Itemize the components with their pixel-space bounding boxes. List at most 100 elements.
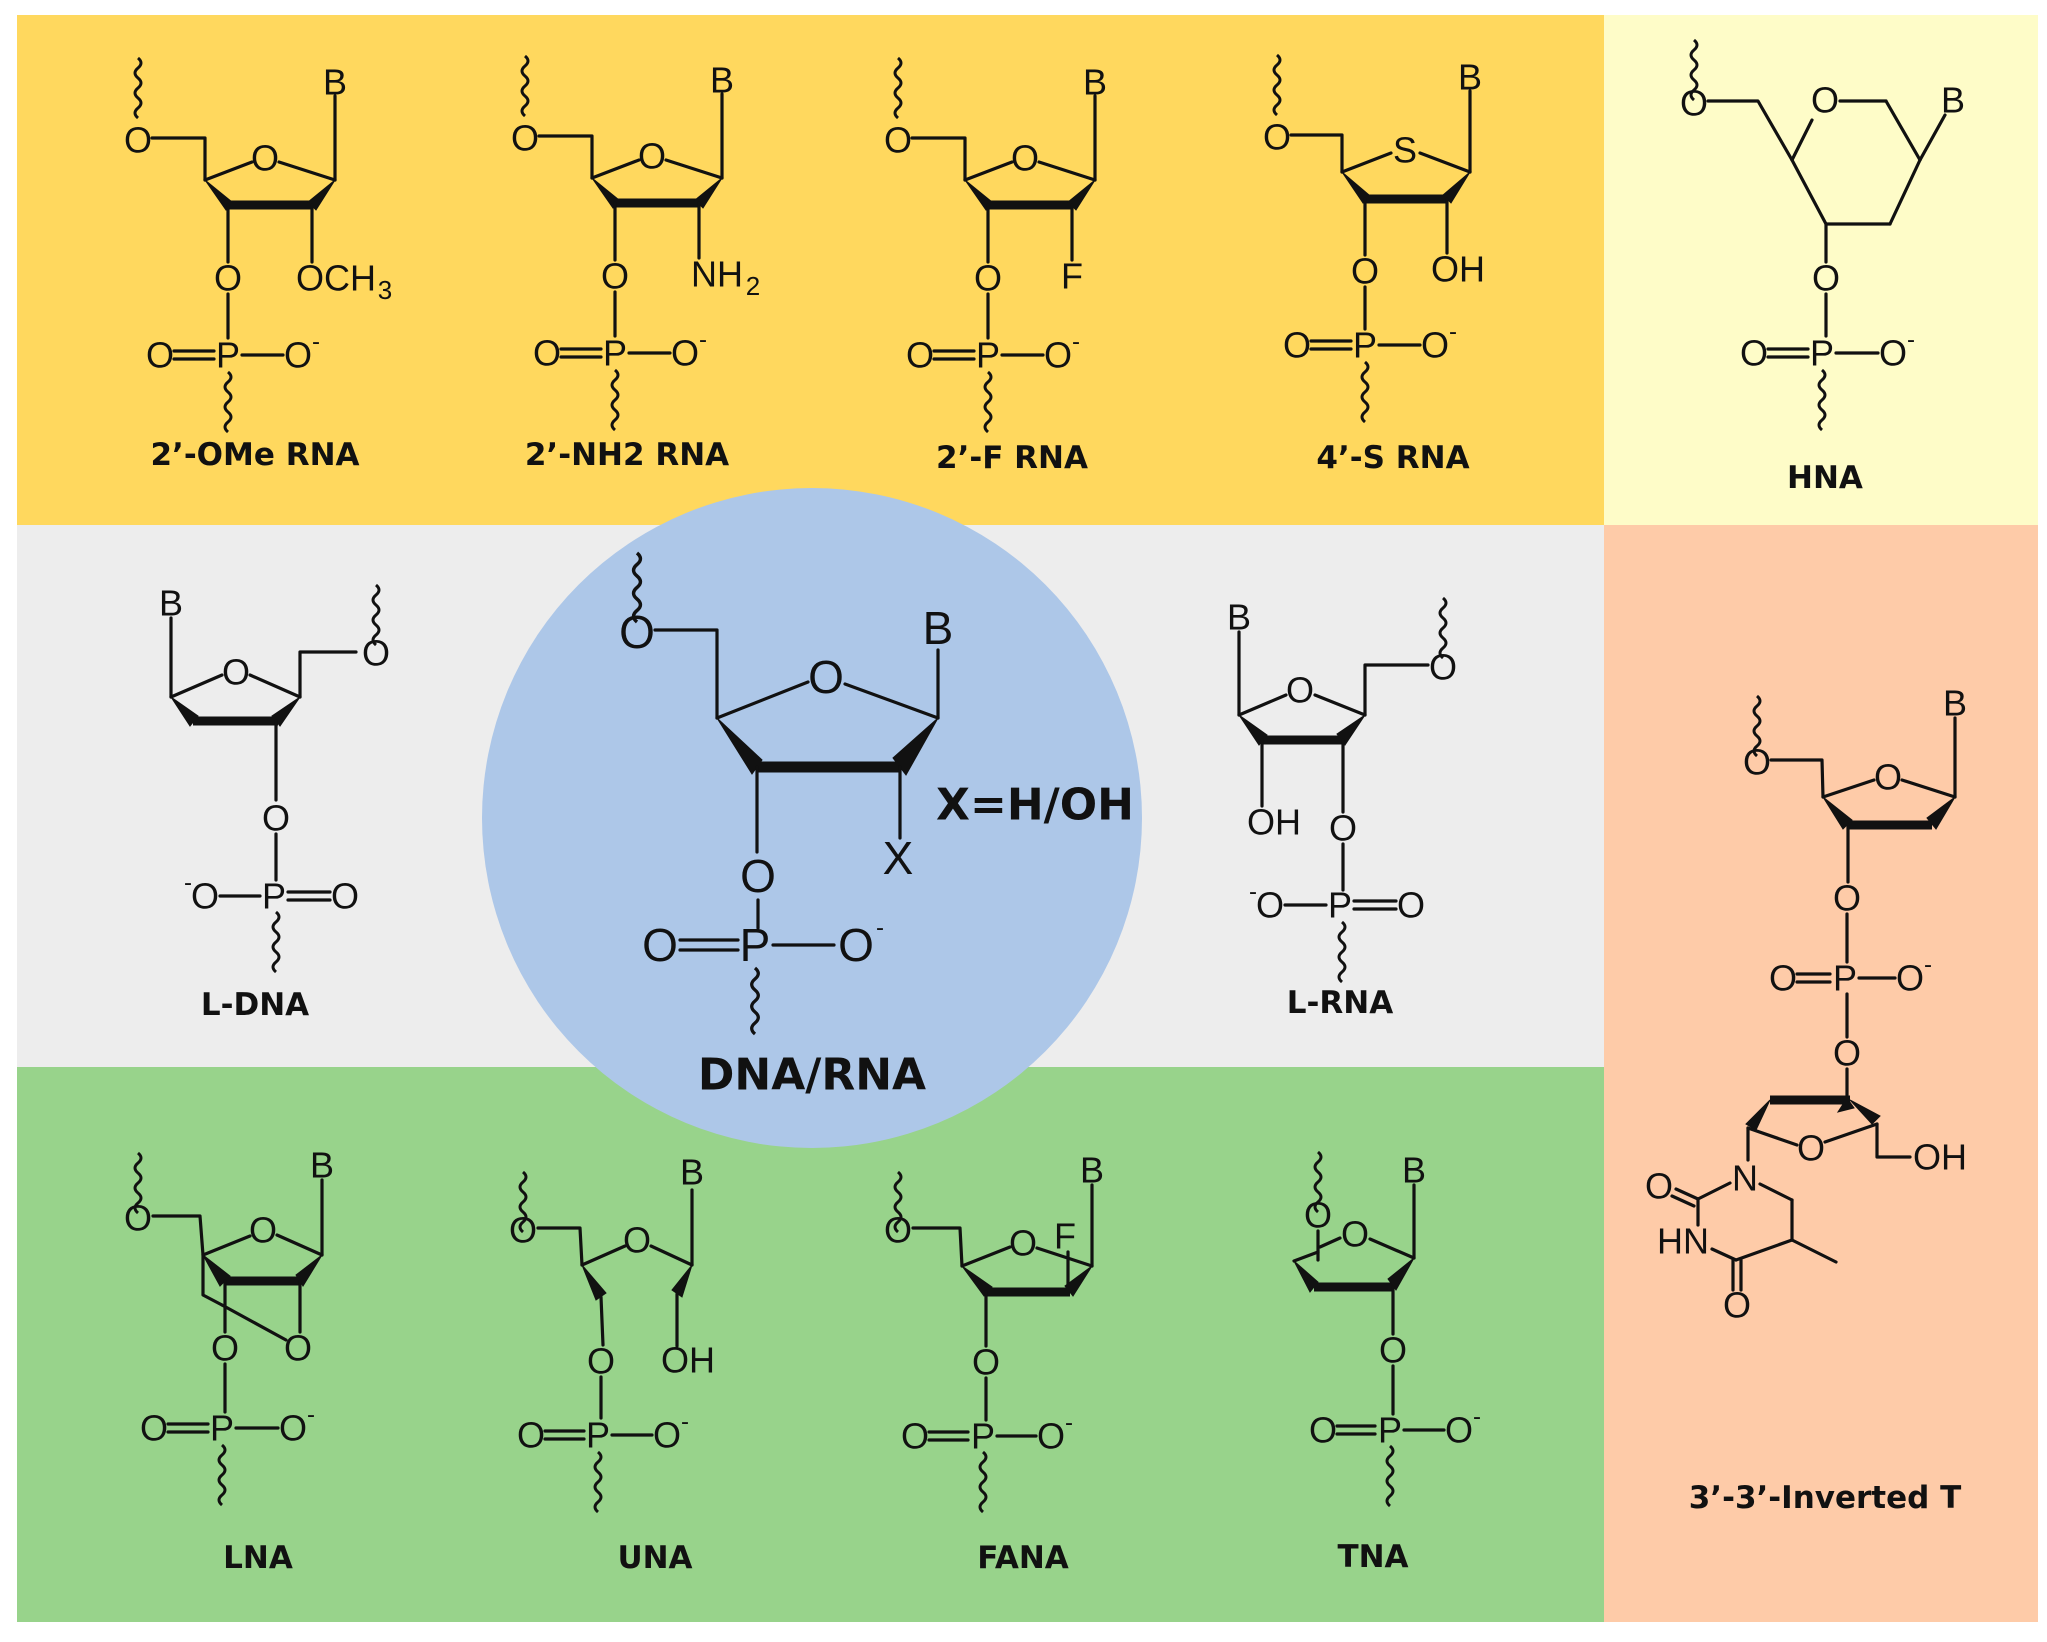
label-2nh2-rna: 2’-NH2 RNA bbox=[525, 437, 729, 473]
svg-text:O: O bbox=[284, 335, 312, 376]
svg-text:O: O bbox=[1874, 757, 1902, 798]
structure-l-dna: B O O O P O - O bbox=[159, 583, 390, 974]
svg-text:O: O bbox=[511, 118, 539, 159]
svg-text:O: O bbox=[191, 876, 219, 917]
svg-text:2: 2 bbox=[746, 271, 760, 301]
svg-text:O: O bbox=[1833, 1033, 1861, 1074]
svg-text:OH: OH bbox=[1247, 802, 1301, 843]
svg-text:O: O bbox=[1769, 958, 1797, 999]
svg-text:O: O bbox=[974, 258, 1002, 299]
svg-text:O: O bbox=[1286, 670, 1314, 711]
svg-text:O: O bbox=[1011, 138, 1039, 179]
svg-text:O: O bbox=[1723, 1285, 1751, 1326]
svg-text:-: - bbox=[699, 327, 707, 354]
svg-text:P: P bbox=[603, 333, 627, 374]
label-2f-rna: 2’-F RNA bbox=[936, 440, 1088, 476]
svg-text:O: O bbox=[884, 1210, 912, 1251]
svg-text:O: O bbox=[279, 1408, 307, 1449]
label-4s-rna: 4’-S RNA bbox=[1316, 440, 1469, 476]
svg-text:O: O bbox=[653, 1415, 681, 1456]
svg-text:O: O bbox=[740, 850, 776, 902]
svg-text:X: X bbox=[883, 832, 914, 884]
svg-text:O: O bbox=[1304, 1195, 1332, 1236]
label-fana: FANA bbox=[977, 1540, 1069, 1576]
svg-text:O: O bbox=[211, 1328, 239, 1369]
svg-text:-: - bbox=[184, 870, 192, 897]
svg-text:O: O bbox=[601, 256, 629, 297]
label-2ome-rna: 2’-OMe RNA bbox=[150, 437, 359, 473]
svg-text:P: P bbox=[586, 1415, 610, 1456]
svg-text:O: O bbox=[1044, 335, 1072, 376]
svg-text:O: O bbox=[1256, 885, 1284, 926]
svg-text:O: O bbox=[214, 258, 242, 299]
svg-text:-: - bbox=[1924, 952, 1932, 979]
svg-text:B: B bbox=[680, 1152, 704, 1193]
svg-text:P: P bbox=[971, 1416, 995, 1457]
svg-text:O: O bbox=[1743, 742, 1771, 783]
svg-text:O: O bbox=[1309, 1410, 1337, 1451]
svg-text:O: O bbox=[1680, 83, 1708, 124]
svg-text:O: O bbox=[1283, 325, 1311, 366]
svg-text:O: O bbox=[262, 798, 290, 839]
structure-fana: O O B F O P O O - bbox=[884, 1150, 1104, 1514]
panel-hna bbox=[1604, 15, 2038, 525]
svg-text:O: O bbox=[1896, 958, 1924, 999]
svg-text:O: O bbox=[1812, 258, 1840, 299]
svg-text:F: F bbox=[1061, 256, 1083, 297]
svg-text:NH: NH bbox=[691, 254, 743, 295]
svg-text:O: O bbox=[1797, 1128, 1825, 1169]
svg-text:O: O bbox=[1421, 325, 1449, 366]
structure-inverted-t: O O B O P O O - O O OH N O bbox=[1645, 683, 1967, 1326]
svg-text:OH: OH bbox=[661, 1340, 715, 1381]
svg-text:O: O bbox=[1351, 251, 1379, 292]
label-una: UNA bbox=[617, 1540, 692, 1576]
svg-text:P: P bbox=[740, 919, 771, 971]
label-lna: LNA bbox=[223, 1540, 293, 1576]
svg-text:P: P bbox=[262, 876, 286, 917]
label-dna-rna: DNA/RNA bbox=[698, 1050, 926, 1101]
svg-text:O: O bbox=[1009, 1223, 1037, 1264]
svg-text:B: B bbox=[1402, 1150, 1426, 1191]
panel-2prime-modified bbox=[17, 15, 1604, 525]
svg-text:O: O bbox=[124, 120, 152, 161]
svg-text:O: O bbox=[884, 120, 912, 161]
svg-text:-: - bbox=[312, 329, 320, 356]
label-inverted-t: 3’-3’-Inverted T bbox=[1689, 1480, 1962, 1516]
panel-inverted-t bbox=[1604, 525, 2038, 1622]
svg-text:O: O bbox=[1263, 117, 1291, 158]
svg-text:B: B bbox=[1080, 1150, 1104, 1191]
svg-text:O: O bbox=[1645, 1166, 1673, 1207]
svg-text:O: O bbox=[642, 919, 678, 971]
svg-text:F: F bbox=[1054, 1216, 1076, 1257]
svg-text:X=H/OH: X=H/OH bbox=[936, 780, 1134, 831]
structure-hna: O O B O P O O - bbox=[1680, 38, 1965, 432]
structure-2ome-rna: O O B O OCH 3 P O O - bbox=[124, 56, 392, 434]
svg-text:O: O bbox=[1445, 1410, 1473, 1451]
svg-text:O: O bbox=[1833, 878, 1861, 919]
svg-text:-: - bbox=[1449, 319, 1457, 346]
svg-text:-: - bbox=[681, 1409, 689, 1436]
svg-text:3: 3 bbox=[378, 275, 392, 305]
label-hna: HNA bbox=[1787, 460, 1863, 496]
svg-text:B: B bbox=[710, 60, 734, 101]
svg-text:B: B bbox=[1941, 80, 1965, 121]
svg-text:B: B bbox=[310, 1145, 334, 1186]
structure-dna-rna: O O B O X X=H/OH P O O - bbox=[619, 551, 1134, 1036]
structure-lna: O O B O O P O O - bbox=[124, 1145, 334, 1507]
svg-text:-: - bbox=[1072, 329, 1080, 356]
panel-locked-unlocked bbox=[17, 1067, 1604, 1622]
svg-text:O: O bbox=[124, 1198, 152, 1239]
svg-text:B: B bbox=[1458, 57, 1482, 98]
svg-text:P: P bbox=[1328, 885, 1352, 926]
svg-text:O: O bbox=[838, 919, 874, 971]
svg-text:S: S bbox=[1393, 130, 1417, 171]
svg-text:O: O bbox=[671, 333, 699, 374]
svg-text:OH: OH bbox=[1431, 249, 1485, 290]
label-l-rna: L-RNA bbox=[1287, 985, 1393, 1021]
svg-text:P: P bbox=[1833, 958, 1857, 999]
structure-tna: O O B O P O O - bbox=[1292, 1150, 1481, 1508]
svg-text:O: O bbox=[251, 138, 279, 179]
svg-text:O: O bbox=[619, 606, 655, 658]
label-l-dna: L-DNA bbox=[201, 987, 309, 1023]
